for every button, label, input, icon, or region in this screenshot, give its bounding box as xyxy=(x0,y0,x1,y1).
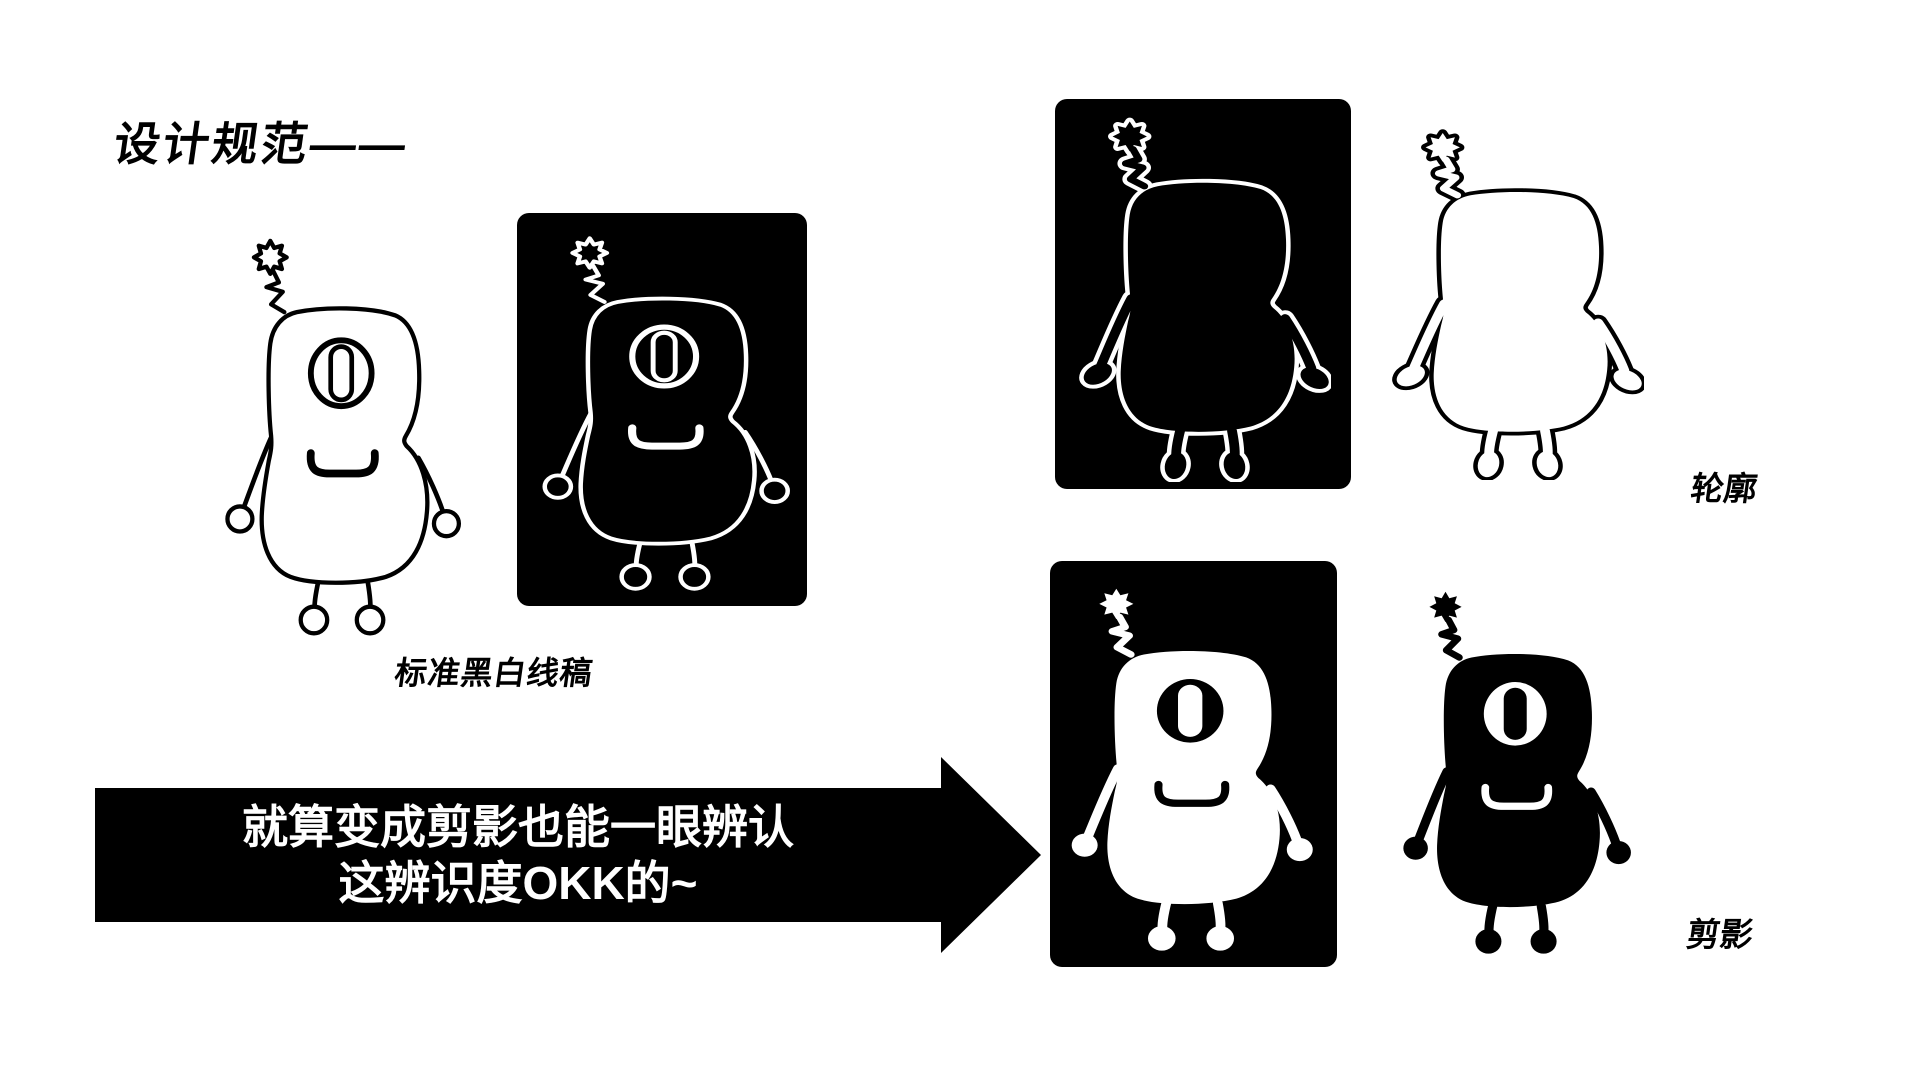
arrow-banner-shape xyxy=(95,757,1041,953)
mascot-lineart-inverted xyxy=(542,236,790,591)
panel-outline-dark xyxy=(1055,99,1351,489)
mascot-lineart-on-white xyxy=(225,238,462,636)
arrow-text-line2: 这辨识度OKK的~ xyxy=(338,857,698,909)
lineart-caption: 标准黑白线稿 xyxy=(392,655,596,691)
mascot-outline-on-white xyxy=(1392,129,1644,480)
mascot-silhouette-white xyxy=(1071,588,1313,951)
panel-lineart-dark xyxy=(517,213,807,606)
right-arrow-icon xyxy=(95,757,1041,953)
panel-silhouette-dark xyxy=(1050,561,1337,967)
mascot-silhouette-black xyxy=(1403,591,1631,954)
mascot-outline-on-black xyxy=(1079,117,1331,482)
silhouette-label: 剪影 xyxy=(1684,916,1756,953)
arrow-text-line1: 就算变成剪影也能一眼辨认 xyxy=(242,800,794,853)
outline-label: 轮廓 xyxy=(1688,470,1760,507)
page-title: 设计规范—— xyxy=(110,118,412,170)
arrow-banner-text: 就算变成剪影也能一眼辨认 这辨识度OKK的~ xyxy=(95,786,941,924)
